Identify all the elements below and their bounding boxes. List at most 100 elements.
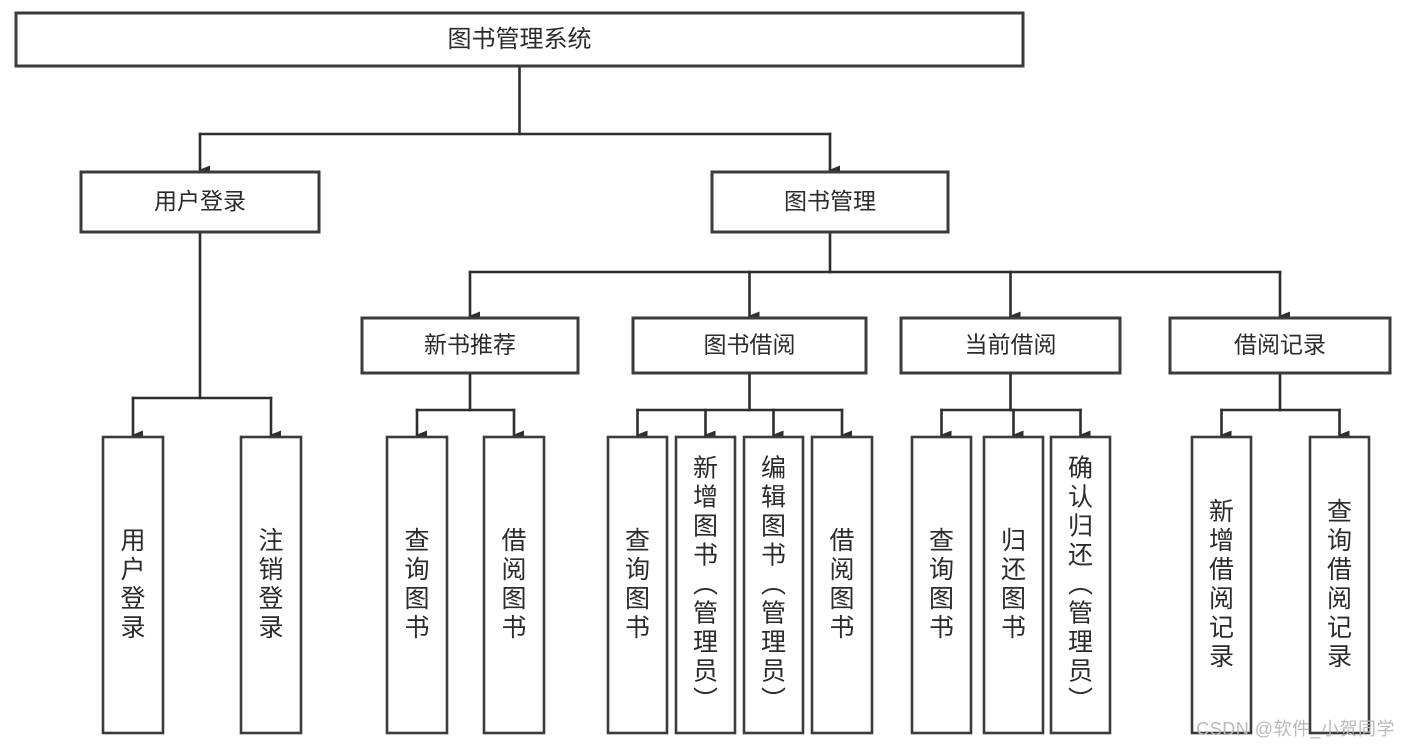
svg-text:新: 新 — [693, 455, 718, 483]
node-rect — [1049, 435, 1112, 735]
svg-text:理: 理 — [761, 629, 786, 657]
svg-text:查: 查 — [929, 527, 954, 555]
svg-text:录: 录 — [1327, 643, 1352, 671]
node-level2-1[interactable]: 图书管理 — [710, 170, 950, 234]
svg-text:查: 查 — [404, 527, 429, 555]
node-rect — [14, 11, 1025, 68]
svg-text:查: 查 — [1327, 498, 1352, 526]
node-rect — [239, 435, 303, 735]
node-rect — [674, 435, 737, 735]
node-rect — [631, 316, 868, 375]
svg-text:辑: 辑 — [761, 484, 786, 512]
svg-text:图: 图 — [761, 513, 786, 541]
node-rect — [982, 435, 1045, 735]
svg-text:新: 新 — [1209, 498, 1234, 526]
svg-text:︵: ︵ — [693, 571, 718, 599]
svg-text:编: 编 — [761, 455, 786, 483]
svg-text:确: 确 — [1068, 455, 1093, 483]
svg-text:图: 图 — [501, 585, 526, 613]
svg-text:还: 还 — [1001, 556, 1026, 584]
svg-text:︵: ︵ — [761, 571, 786, 599]
svg-text:归: 归 — [1068, 513, 1093, 541]
node-rect — [385, 435, 449, 735]
node-rect — [1190, 435, 1253, 735]
svg-text:录: 录 — [120, 614, 145, 642]
svg-text:增: 增 — [693, 484, 718, 512]
node-label: 用户登录 — [154, 188, 246, 214]
svg-text:阅: 阅 — [1327, 585, 1352, 613]
svg-text:增: 增 — [1209, 527, 1234, 555]
node-rect — [1168, 316, 1392, 375]
node-layer: 图书管理系统用户登录图书管理新书推荐图书借阅当前借阅借阅记录用户登录注销登录查询… — [14, 11, 1392, 735]
svg-text:销: 销 — [258, 556, 283, 584]
svg-text:户: 户 — [120, 556, 145, 584]
svg-text:录: 录 — [1209, 643, 1234, 671]
node-label: 新书推荐 — [424, 332, 516, 358]
svg-text:管: 管 — [693, 600, 718, 628]
node-level3-2[interactable]: 当前借阅 — [899, 316, 1122, 375]
svg-text:︶: ︶ — [761, 687, 786, 715]
node-level3-3[interactable]: 借阅记录 — [1168, 316, 1392, 375]
node-rect — [1308, 435, 1371, 735]
svg-text:员: 员 — [1068, 658, 1093, 686]
svg-text:图: 图 — [404, 585, 429, 613]
node-rect — [79, 170, 321, 234]
svg-text:书: 书 — [1001, 614, 1026, 642]
svg-text:理: 理 — [693, 629, 718, 657]
node-leaf-0[interactable]: 用户登录 — [101, 435, 165, 735]
svg-text:询: 询 — [1327, 527, 1352, 555]
node-label: 图书管理 — [784, 188, 876, 214]
svg-text:书: 书 — [693, 542, 718, 570]
node-rect — [482, 435, 546, 735]
node-root-图书管理系统[interactable]: 图书管理系统 — [14, 11, 1025, 68]
svg-text:录: 录 — [258, 614, 283, 642]
node-label: 用户登录 — [120, 527, 145, 642]
svg-text:阅: 阅 — [1209, 585, 1234, 613]
svg-text:用: 用 — [120, 527, 145, 555]
svg-text:书: 书 — [929, 614, 954, 642]
svg-text:还: 还 — [1068, 542, 1093, 570]
svg-text:︶: ︶ — [1068, 687, 1093, 715]
svg-text:书: 书 — [404, 614, 429, 642]
svg-text:书: 书 — [625, 614, 650, 642]
svg-text:询: 询 — [625, 556, 650, 584]
svg-text:记: 记 — [1327, 614, 1352, 642]
svg-text:查: 查 — [625, 527, 650, 555]
svg-text:图: 图 — [625, 585, 650, 613]
svg-text:注: 注 — [258, 527, 283, 555]
node-level3-1[interactable]: 图书借阅 — [631, 316, 868, 375]
node-level2-0[interactable]: 用户登录 — [79, 170, 321, 234]
svg-text:管: 管 — [1068, 600, 1093, 628]
svg-text:认: 认 — [1068, 484, 1093, 512]
svg-text:︵: ︵ — [1068, 571, 1093, 599]
node-label: 图书借阅 — [704, 332, 796, 358]
svg-text:借: 借 — [829, 527, 854, 555]
node-label: 当前借阅 — [965, 332, 1057, 358]
svg-text:︶: ︶ — [693, 687, 718, 715]
node-level3-0[interactable]: 新书推荐 — [360, 316, 580, 375]
svg-text:书: 书 — [761, 542, 786, 570]
svg-text:图: 图 — [929, 585, 954, 613]
svg-text:图: 图 — [693, 513, 718, 541]
node-label: 图书管理系统 — [448, 26, 592, 53]
